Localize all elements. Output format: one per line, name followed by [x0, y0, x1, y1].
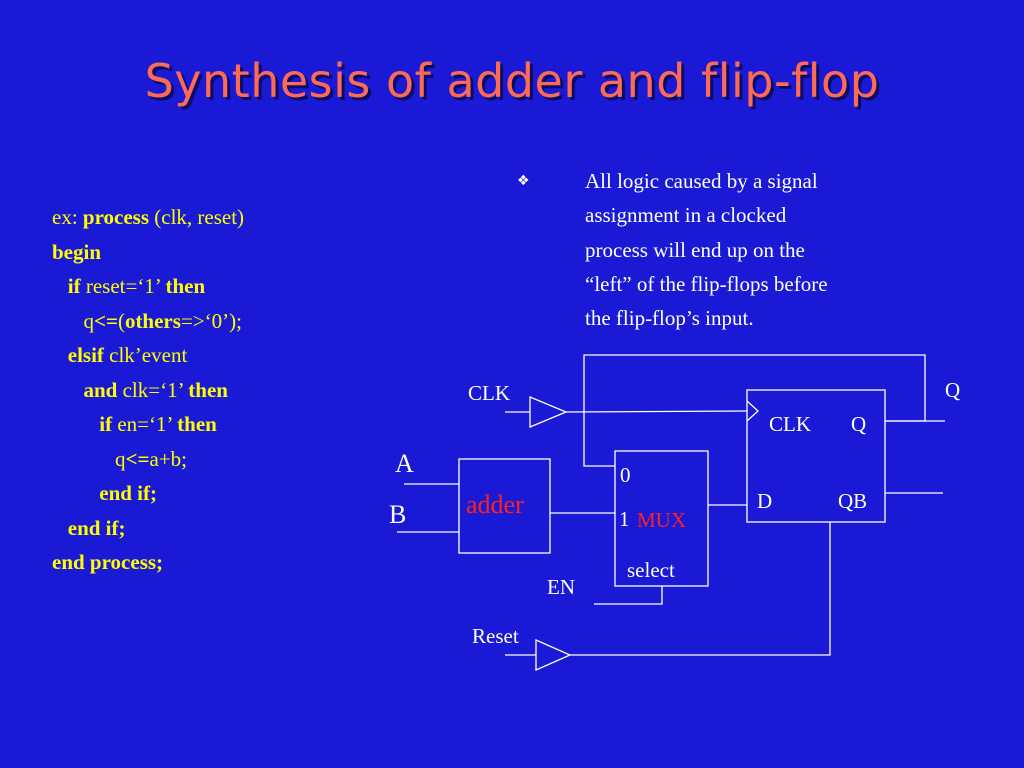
- code-keyword: then: [165, 274, 206, 298]
- flip-flop-block: [746, 389, 886, 523]
- mux-select-label: select: [627, 558, 675, 582]
- code-line: if reset=‘1’ then: [52, 269, 244, 304]
- code-line: end process;: [52, 545, 244, 580]
- code-keyword: others: [124, 308, 181, 333]
- code-text: =>‘0’);: [180, 308, 242, 333]
- code-text: ex:: [52, 205, 83, 229]
- bullet-text: All logic caused by a signal assignment i…: [585, 164, 925, 335]
- clk-input-label: CLK: [468, 381, 510, 405]
- bullet-line: “left” of the flip-flops before: [585, 271, 828, 296]
- code-text: (: [117, 308, 125, 333]
- code-line: ex: process (clk, reset): [52, 200, 244, 235]
- mux-input-0-label: 0: [620, 463, 631, 487]
- feedback-wire: [583, 354, 926, 467]
- code-keyword: then: [177, 412, 217, 436]
- code-keyword: begin: [52, 239, 102, 264]
- reset-label: Reset: [472, 624, 519, 648]
- en-label: EN: [547, 575, 575, 599]
- input-b-label: B: [389, 500, 406, 529]
- code-keyword: then: [188, 377, 228, 402]
- code-line: and clk=‘1’ then: [52, 373, 244, 408]
- code-keyword: end if;: [67, 515, 126, 540]
- code-text: clk=‘1’: [117, 377, 189, 402]
- bullet-line: assignment in a clocked: [585, 203, 787, 228]
- reset-wire: [570, 522, 831, 656]
- code-keyword: process: [82, 205, 150, 229]
- ff-clk-label: CLK: [769, 412, 811, 436]
- code-keyword: <=: [125, 446, 150, 471]
- code-text: reset=‘1’: [80, 274, 166, 298]
- ff-clk-edge-marker: [746, 400, 759, 422]
- code-line: end if;: [52, 511, 244, 546]
- slide-title: Synthesis of adder and flip-flop: [144, 54, 880, 108]
- code-text: clk’event: [103, 343, 188, 367]
- input-a-label: A: [395, 449, 414, 478]
- code-keyword: elsif: [67, 343, 104, 367]
- clk-to-ff-wire: [565, 410, 748, 413]
- ff-q-label: Q: [851, 412, 866, 436]
- code-line: if en=‘1’ then: [52, 407, 244, 442]
- code-keyword: and: [83, 377, 118, 402]
- code-line: begin: [52, 235, 244, 270]
- ff-d-label: D: [757, 489, 772, 513]
- adder-block: [458, 458, 551, 554]
- bullet-line: process will end up on the: [585, 237, 805, 262]
- code-text: a+b;: [149, 446, 187, 471]
- bullet-diamond-icon: ❖: [517, 173, 530, 189]
- adder-label: adder: [466, 490, 524, 519]
- ff-qb-label: QB: [838, 489, 867, 513]
- code-keyword: <=: [94, 308, 118, 333]
- code-text: en=‘1’: [112, 412, 178, 436]
- code-line: q<=a+b;: [52, 442, 244, 477]
- code-line: q<=(others=>‘0’);: [52, 304, 244, 339]
- mux-label: MUX: [637, 508, 686, 532]
- bullet-line: the flip-flop’s input.: [585, 306, 754, 331]
- en-wire: [594, 586, 663, 605]
- code-text: q: [52, 446, 126, 471]
- code-text: (clk, reset): [149, 205, 245, 229]
- code-keyword: if: [67, 274, 81, 298]
- q-output-label: Q: [945, 378, 960, 402]
- code-line: end if;: [52, 476, 244, 511]
- reset-buffer: [535, 639, 572, 671]
- code-keyword: if: [99, 412, 113, 436]
- code-keyword: end process;: [52, 550, 164, 574]
- bullet-line: All logic caused by a signal: [585, 169, 818, 193]
- clk-buffer: [529, 396, 568, 428]
- code-text: q: [52, 308, 95, 333]
- code-line: elsif clk’event: [52, 338, 244, 373]
- mux-input-1-label: 1: [619, 507, 630, 531]
- code-keyword: end if;: [99, 481, 157, 505]
- vhdl-code-block: ex: process (clk, reset) begin if reset=‘…: [52, 200, 244, 580]
